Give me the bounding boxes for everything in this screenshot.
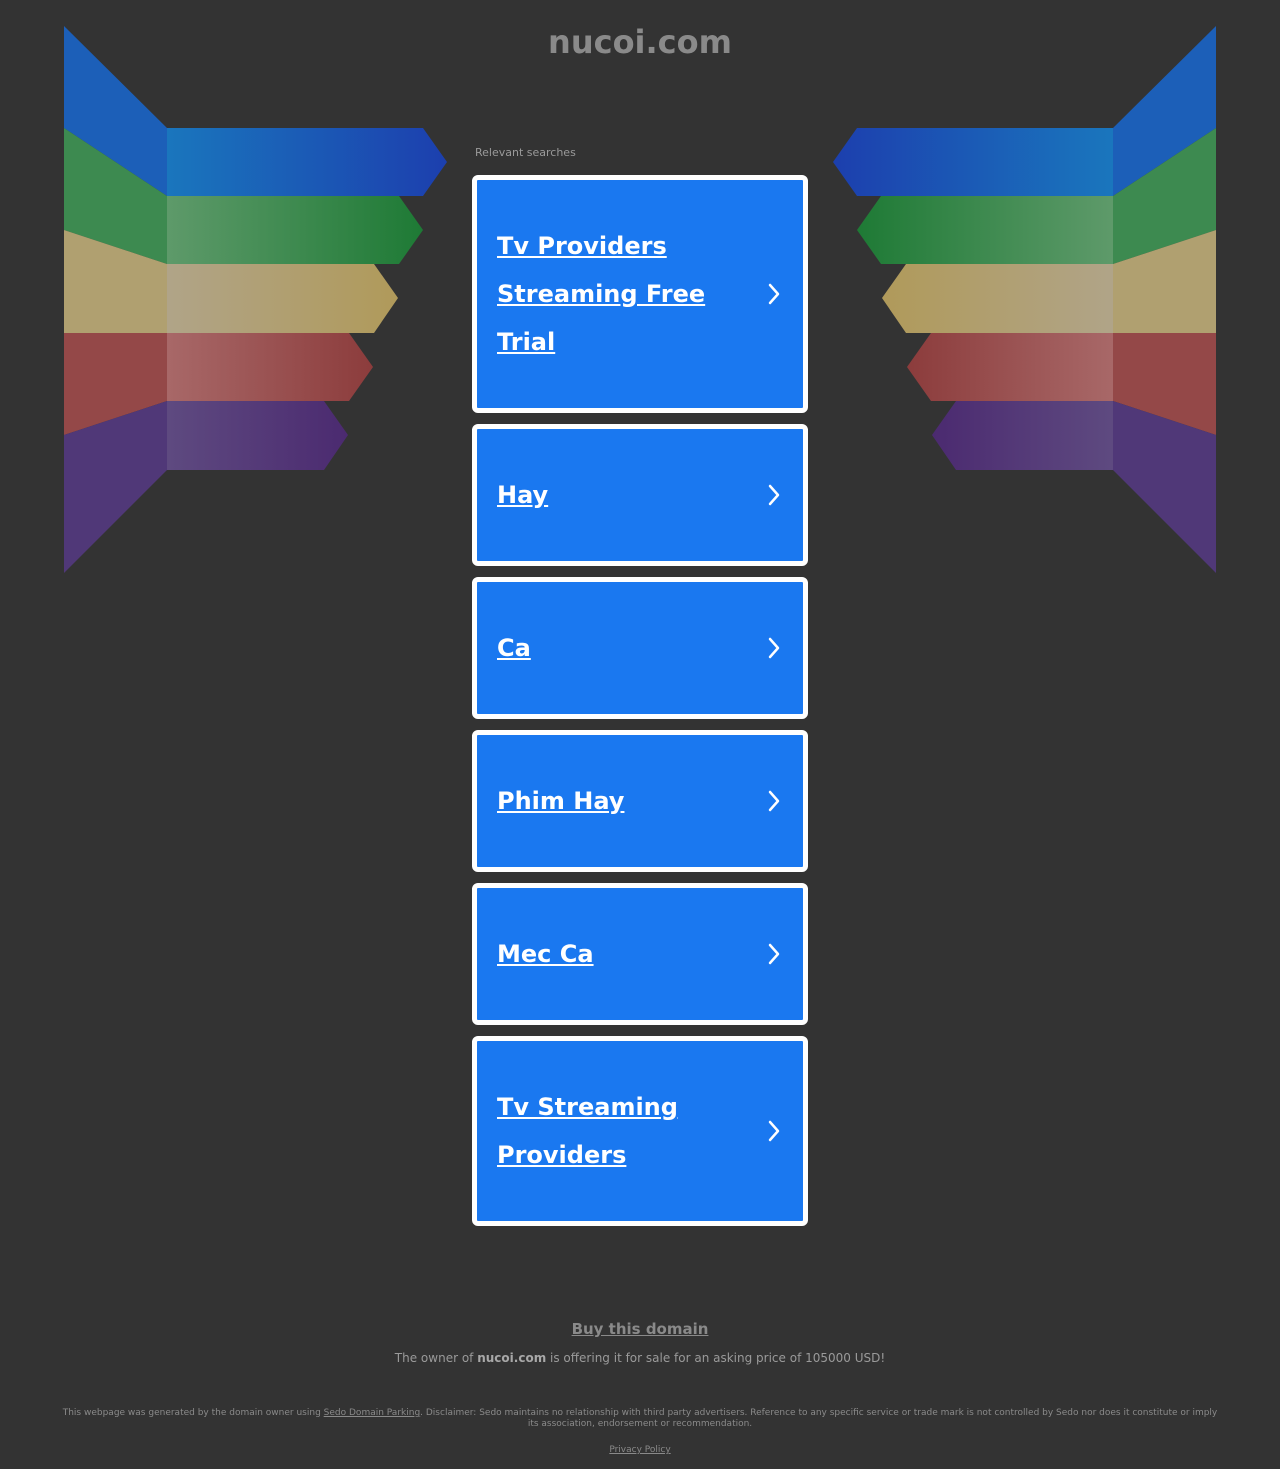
ribbon-decoration (64, 26, 1216, 573)
related-searches-label: Relevant searches (475, 146, 576, 159)
related-link-1[interactable]: Tv Providers Streaming Free Trial (472, 175, 808, 413)
related-link-label: Ca (497, 634, 531, 662)
related-link-2[interactable]: Hay (472, 424, 808, 566)
related-link-label: Hay (497, 481, 549, 509)
chevron-right-icon (768, 1120, 780, 1142)
domain-title: nucoi.com (548, 23, 732, 61)
related-link-4[interactable]: Phim Hay (472, 730, 808, 872)
privacy-row: Privacy Policy (0, 1445, 1280, 1455)
sale-offer-text: The owner of nucoi.com is offering it fo… (0, 1350, 1280, 1366)
privacy-policy-link[interactable]: Privacy Policy (609, 1445, 671, 1455)
related-link-label: Tv Providers Streaming Free Trial (497, 232, 706, 356)
sedo-parking-link[interactable]: Sedo Domain Parking (323, 1408, 421, 1418)
buy-domain-link[interactable]: Buy this domain (571, 1320, 709, 1338)
related-links-list: Tv Providers Streaming Free Trial Hay Ca… (472, 175, 808, 1226)
disclaimer-prefix: This webpage was generated by the domain… (62, 1408, 321, 1418)
sale-domain: nucoi.com (477, 1351, 547, 1365)
chevron-right-icon (768, 637, 780, 659)
related-link-6[interactable]: Tv Streaming Providers (472, 1036, 808, 1226)
related-link-label: Tv Streaming Providers (497, 1093, 678, 1169)
chevron-right-icon (768, 484, 780, 506)
sale-prefix: The owner of (394, 1351, 474, 1365)
chevron-right-icon (768, 283, 780, 305)
related-link-3[interactable]: Ca (472, 577, 808, 719)
related-link-label: Phim Hay (497, 787, 625, 815)
related-link-5[interactable]: Mec Ca (472, 883, 808, 1025)
chevron-right-icon (768, 790, 780, 812)
chevron-right-icon (768, 943, 780, 965)
disclaimer-suffix: . Disclaimer: Sedo maintains no relation… (420, 1408, 1218, 1429)
related-link-label: Mec Ca (497, 940, 594, 968)
sale-suffix: is offering it for sale for an asking pr… (550, 1351, 886, 1365)
disclaimer-text: This webpage was generated by the domain… (60, 1408, 1220, 1430)
